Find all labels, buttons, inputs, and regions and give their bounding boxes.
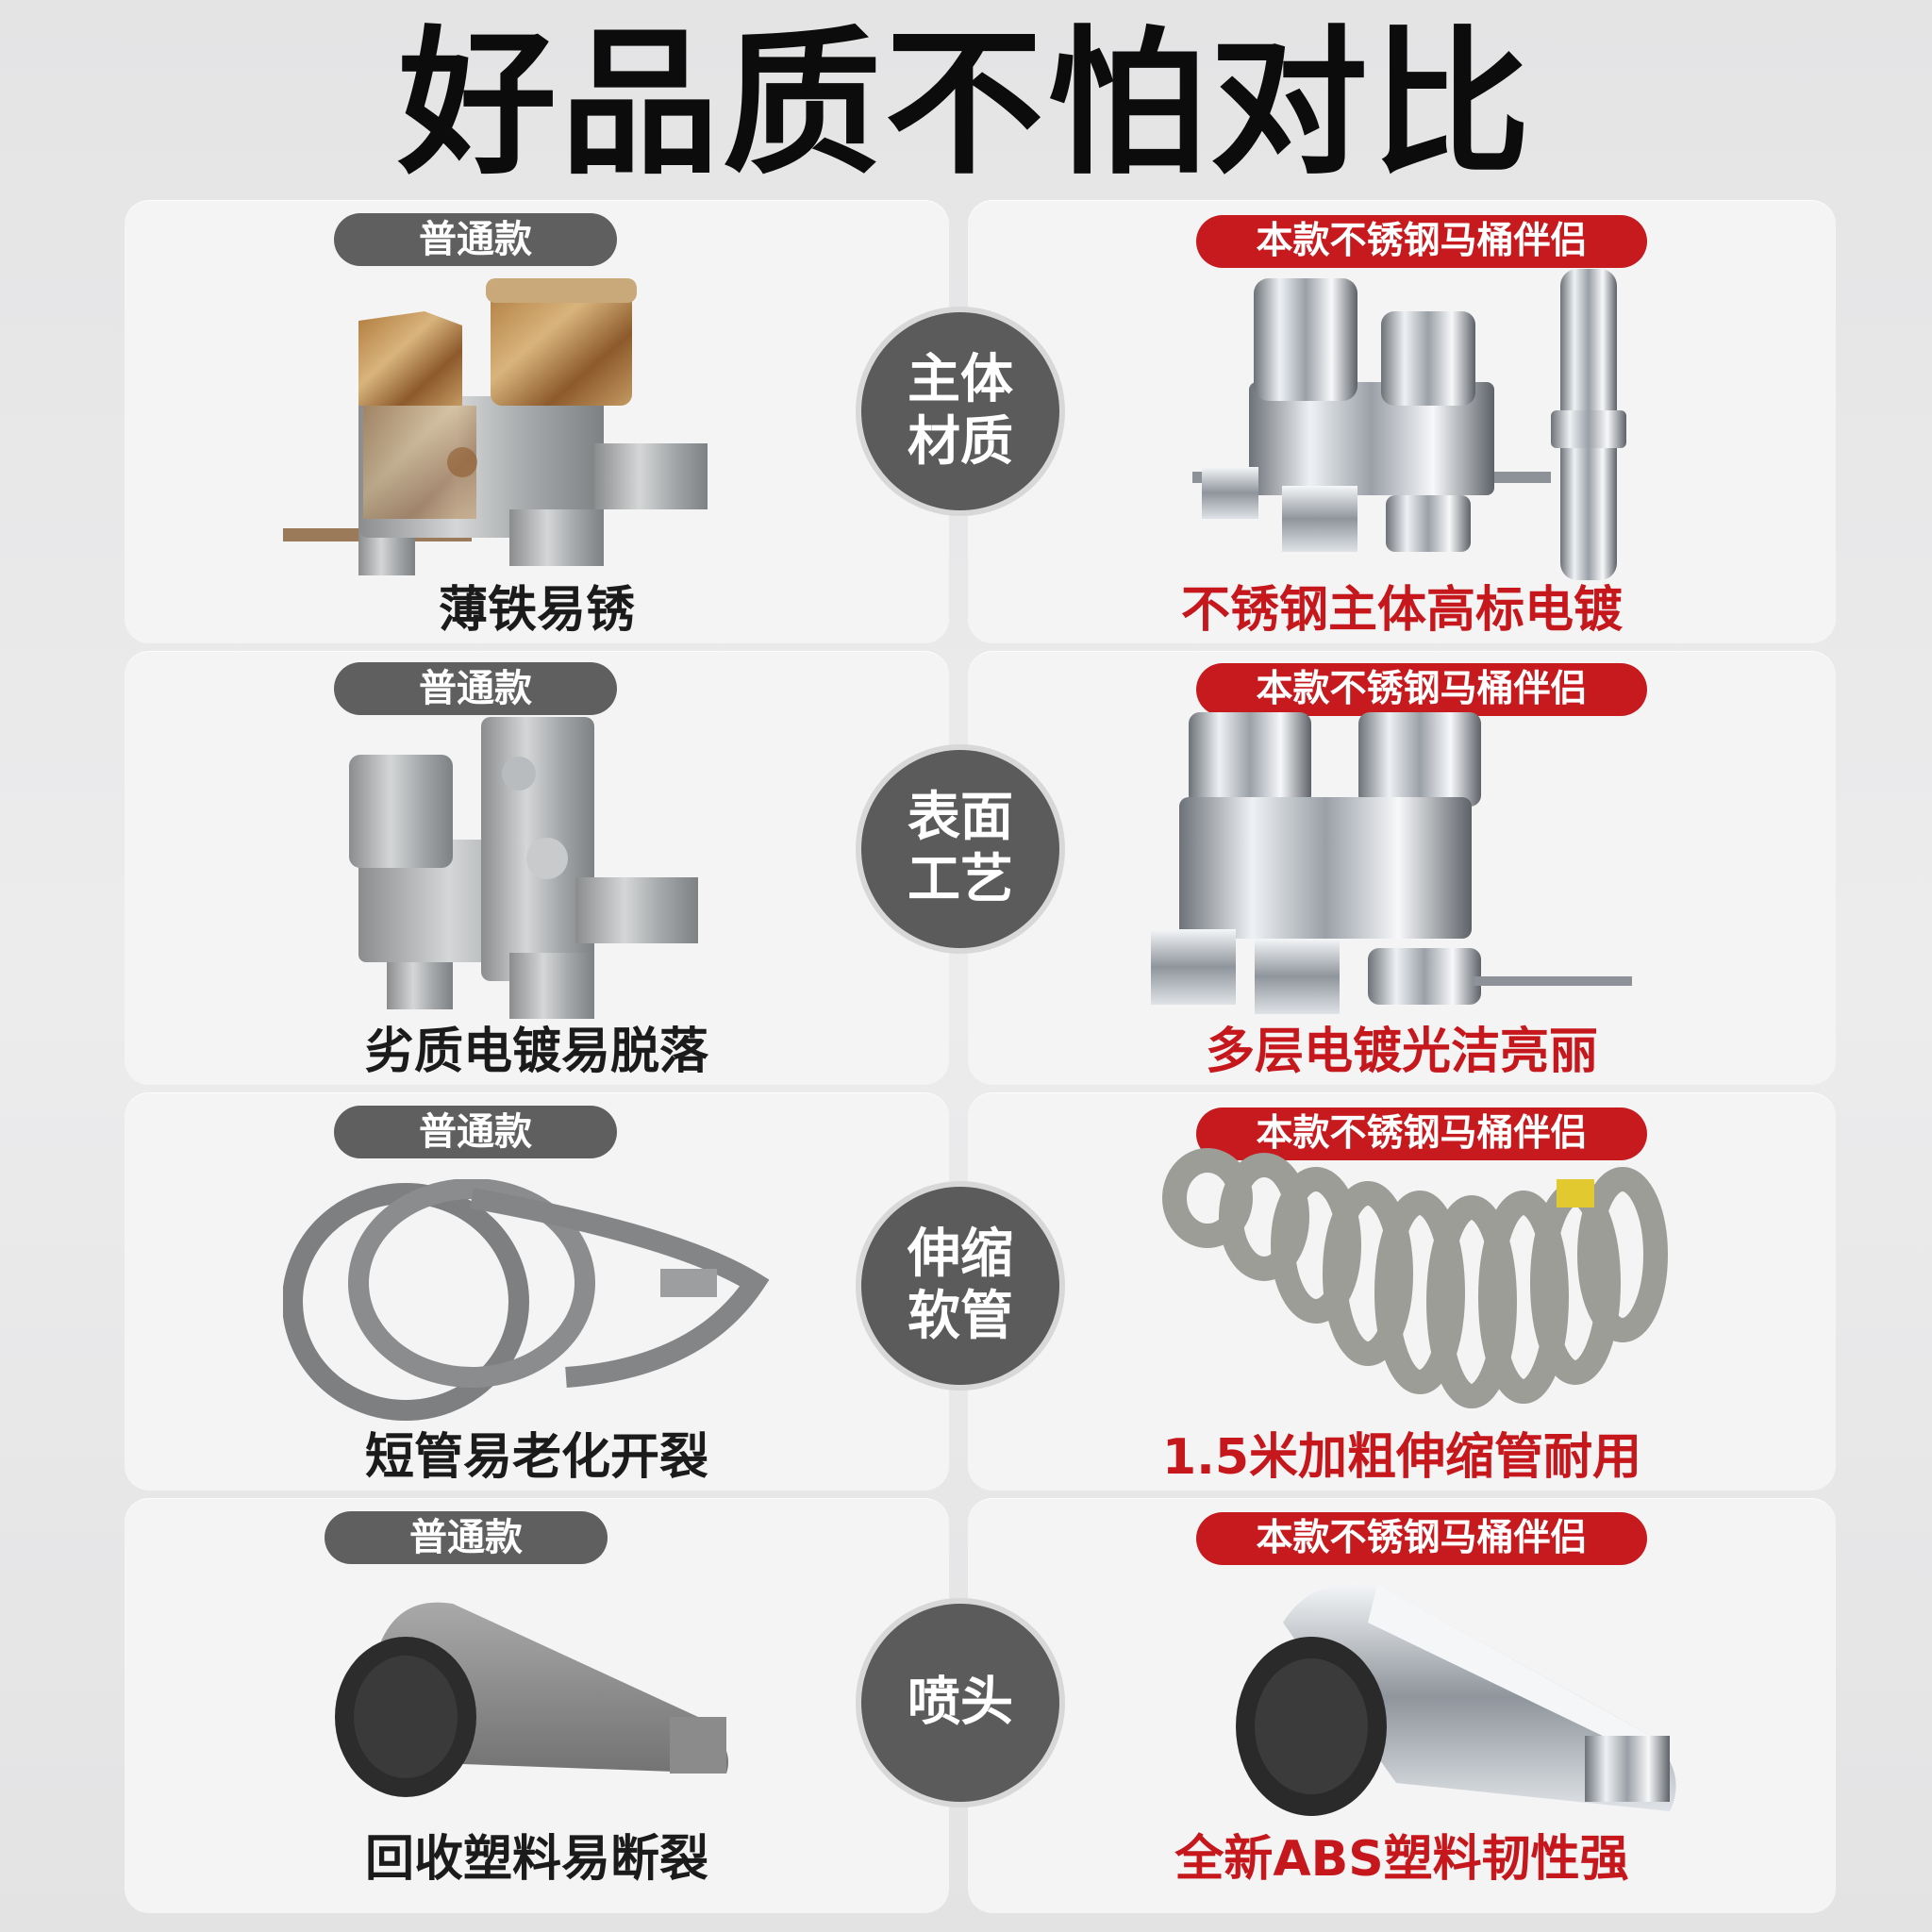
- common-card-hose: [125, 1092, 949, 1491]
- ours-label-badge: 本款不锈钢马桶伴侣: [1196, 1108, 1647, 1160]
- category-badge-hose: 伸缩软管: [861, 1187, 1059, 1385]
- common-caption: 短管易老化开裂: [364, 1429, 708, 1486]
- common-caption: 薄铁易锈: [438, 582, 635, 639]
- ours-caption: 全新ABS塑料韧性强: [1174, 1831, 1629, 1888]
- page-title: 好品质不怕对比: [398, 11, 1534, 196]
- common-caption: 回收塑料易断裂: [364, 1831, 708, 1888]
- chrome-nozzle-image: [1236, 1583, 1676, 1816]
- peeling-valve-image: [349, 717, 698, 1019]
- common-label-badge: 普通款: [334, 662, 617, 715]
- ours-label-badge: 本款不锈钢马桶伴侣: [1196, 663, 1647, 716]
- rusty-valve-image: [283, 278, 708, 575]
- plastic-nozzle-image: [335, 1602, 728, 1797]
- common-label-badge: 普通款: [334, 1106, 617, 1158]
- common-label-badge: 普通款: [325, 1511, 608, 1564]
- chrome-valve-image: [1192, 269, 1626, 580]
- common-caption: 劣质电镀易脱落: [364, 1024, 708, 1080]
- ours-caption: 多层电镀光洁亮丽: [1205, 1024, 1598, 1080]
- short-hose-image: [283, 1179, 770, 1421]
- ours-caption: 1.5米加粗伸缩管耐用: [1161, 1429, 1642, 1486]
- ours-label-badge: 本款不锈钢马桶伴侣: [1196, 1512, 1647, 1565]
- category-badge-nozzle: 喷头: [861, 1604, 1059, 1802]
- ours-label-badge: 本款不锈钢马桶伴侣: [1196, 215, 1647, 268]
- category-badge-surface: 表面工艺: [861, 750, 1059, 948]
- ours-caption: 不锈钢主体高标电镀: [1180, 582, 1623, 639]
- coiled-hose-image: [1162, 1148, 1668, 1408]
- common-label-badge: 普通款: [334, 213, 617, 266]
- polished-valve-image: [1151, 712, 1632, 1014]
- category-badge-body-material: 主体材质: [861, 312, 1059, 510]
